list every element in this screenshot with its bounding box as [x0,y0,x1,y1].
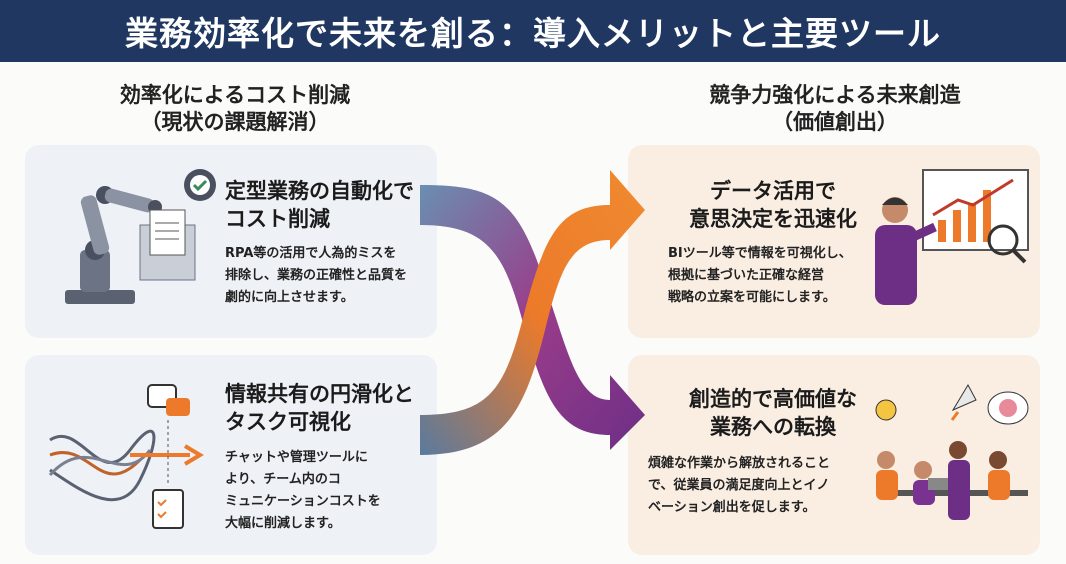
card-description: 煩雑な作業から解放されることで、従業員の満足度向上とイノベーション創出を促します… [648,456,831,515]
card-creative-work: 創造的で高価値な業務への転換 煩雑な作業から解放されることで、従業員の満足度向上… [628,355,1040,555]
right-section-heading: 競争力強化による未来創造 （価値創出） [625,82,1045,136]
card-data-driven: データ活用で意思決定を迅速化 BIツール等で情報を可視化し、根拠に基づいた正確な… [628,145,1040,338]
left-section-title: 効率化によるコスト削減 [119,83,351,107]
right-section-title: 競争力強化による未来創造 [709,83,961,107]
card-title: 情報共有の円滑化とタスク可視化 [225,382,414,434]
page-title: 業務効率化で未来を創る：導入メリットと主要ツール [125,14,941,53]
team-ideas-icon [875,383,1029,520]
arrow-lower-left-to-upper-right [420,170,645,455]
robot-arm-icon [65,169,216,304]
header-banner: 業務効率化で未来を創る：導入メリットと主要ツール [0,0,1066,62]
card-description: RPA等の活用で人為的ミスを排除し、業務の正確性と品質を劇的に向上させます。 [225,246,408,305]
card-title: 定型業務の自動化でコスト削減 [225,179,414,231]
card-automation: 定型業務の自動化でコスト削減 RPA等の活用で人為的ミスを排除し、業務の正確性と… [25,145,437,338]
card-description: BIツール等で情報を可視化し、根拠に基づいた正確な経営戦略の立案を可能にします。 [668,246,852,305]
card-description: チャットや管理ツールにより、チーム内のコミュニケーションコストを大幅に削減します… [225,450,381,531]
card-communication: 情報共有の円滑化とタスク可視化 チャットや管理ツールにより、チーム内のコミュニケ… [25,355,437,555]
left-section-subtitle: （現状の課題解消） [140,110,330,134]
card-title: データ活用で意思決定を迅速化 [689,179,857,231]
data-chart-icon [875,169,1029,305]
crossing-arrows [420,170,645,455]
card-title: 創造的で高価値な業務への転換 [689,387,857,439]
left-section-heading: 効率化によるコスト削減 （現状の課題解消） [25,82,445,136]
right-section-subtitle: （価値創出） [772,110,898,134]
chat-tangle-icon [48,384,204,529]
